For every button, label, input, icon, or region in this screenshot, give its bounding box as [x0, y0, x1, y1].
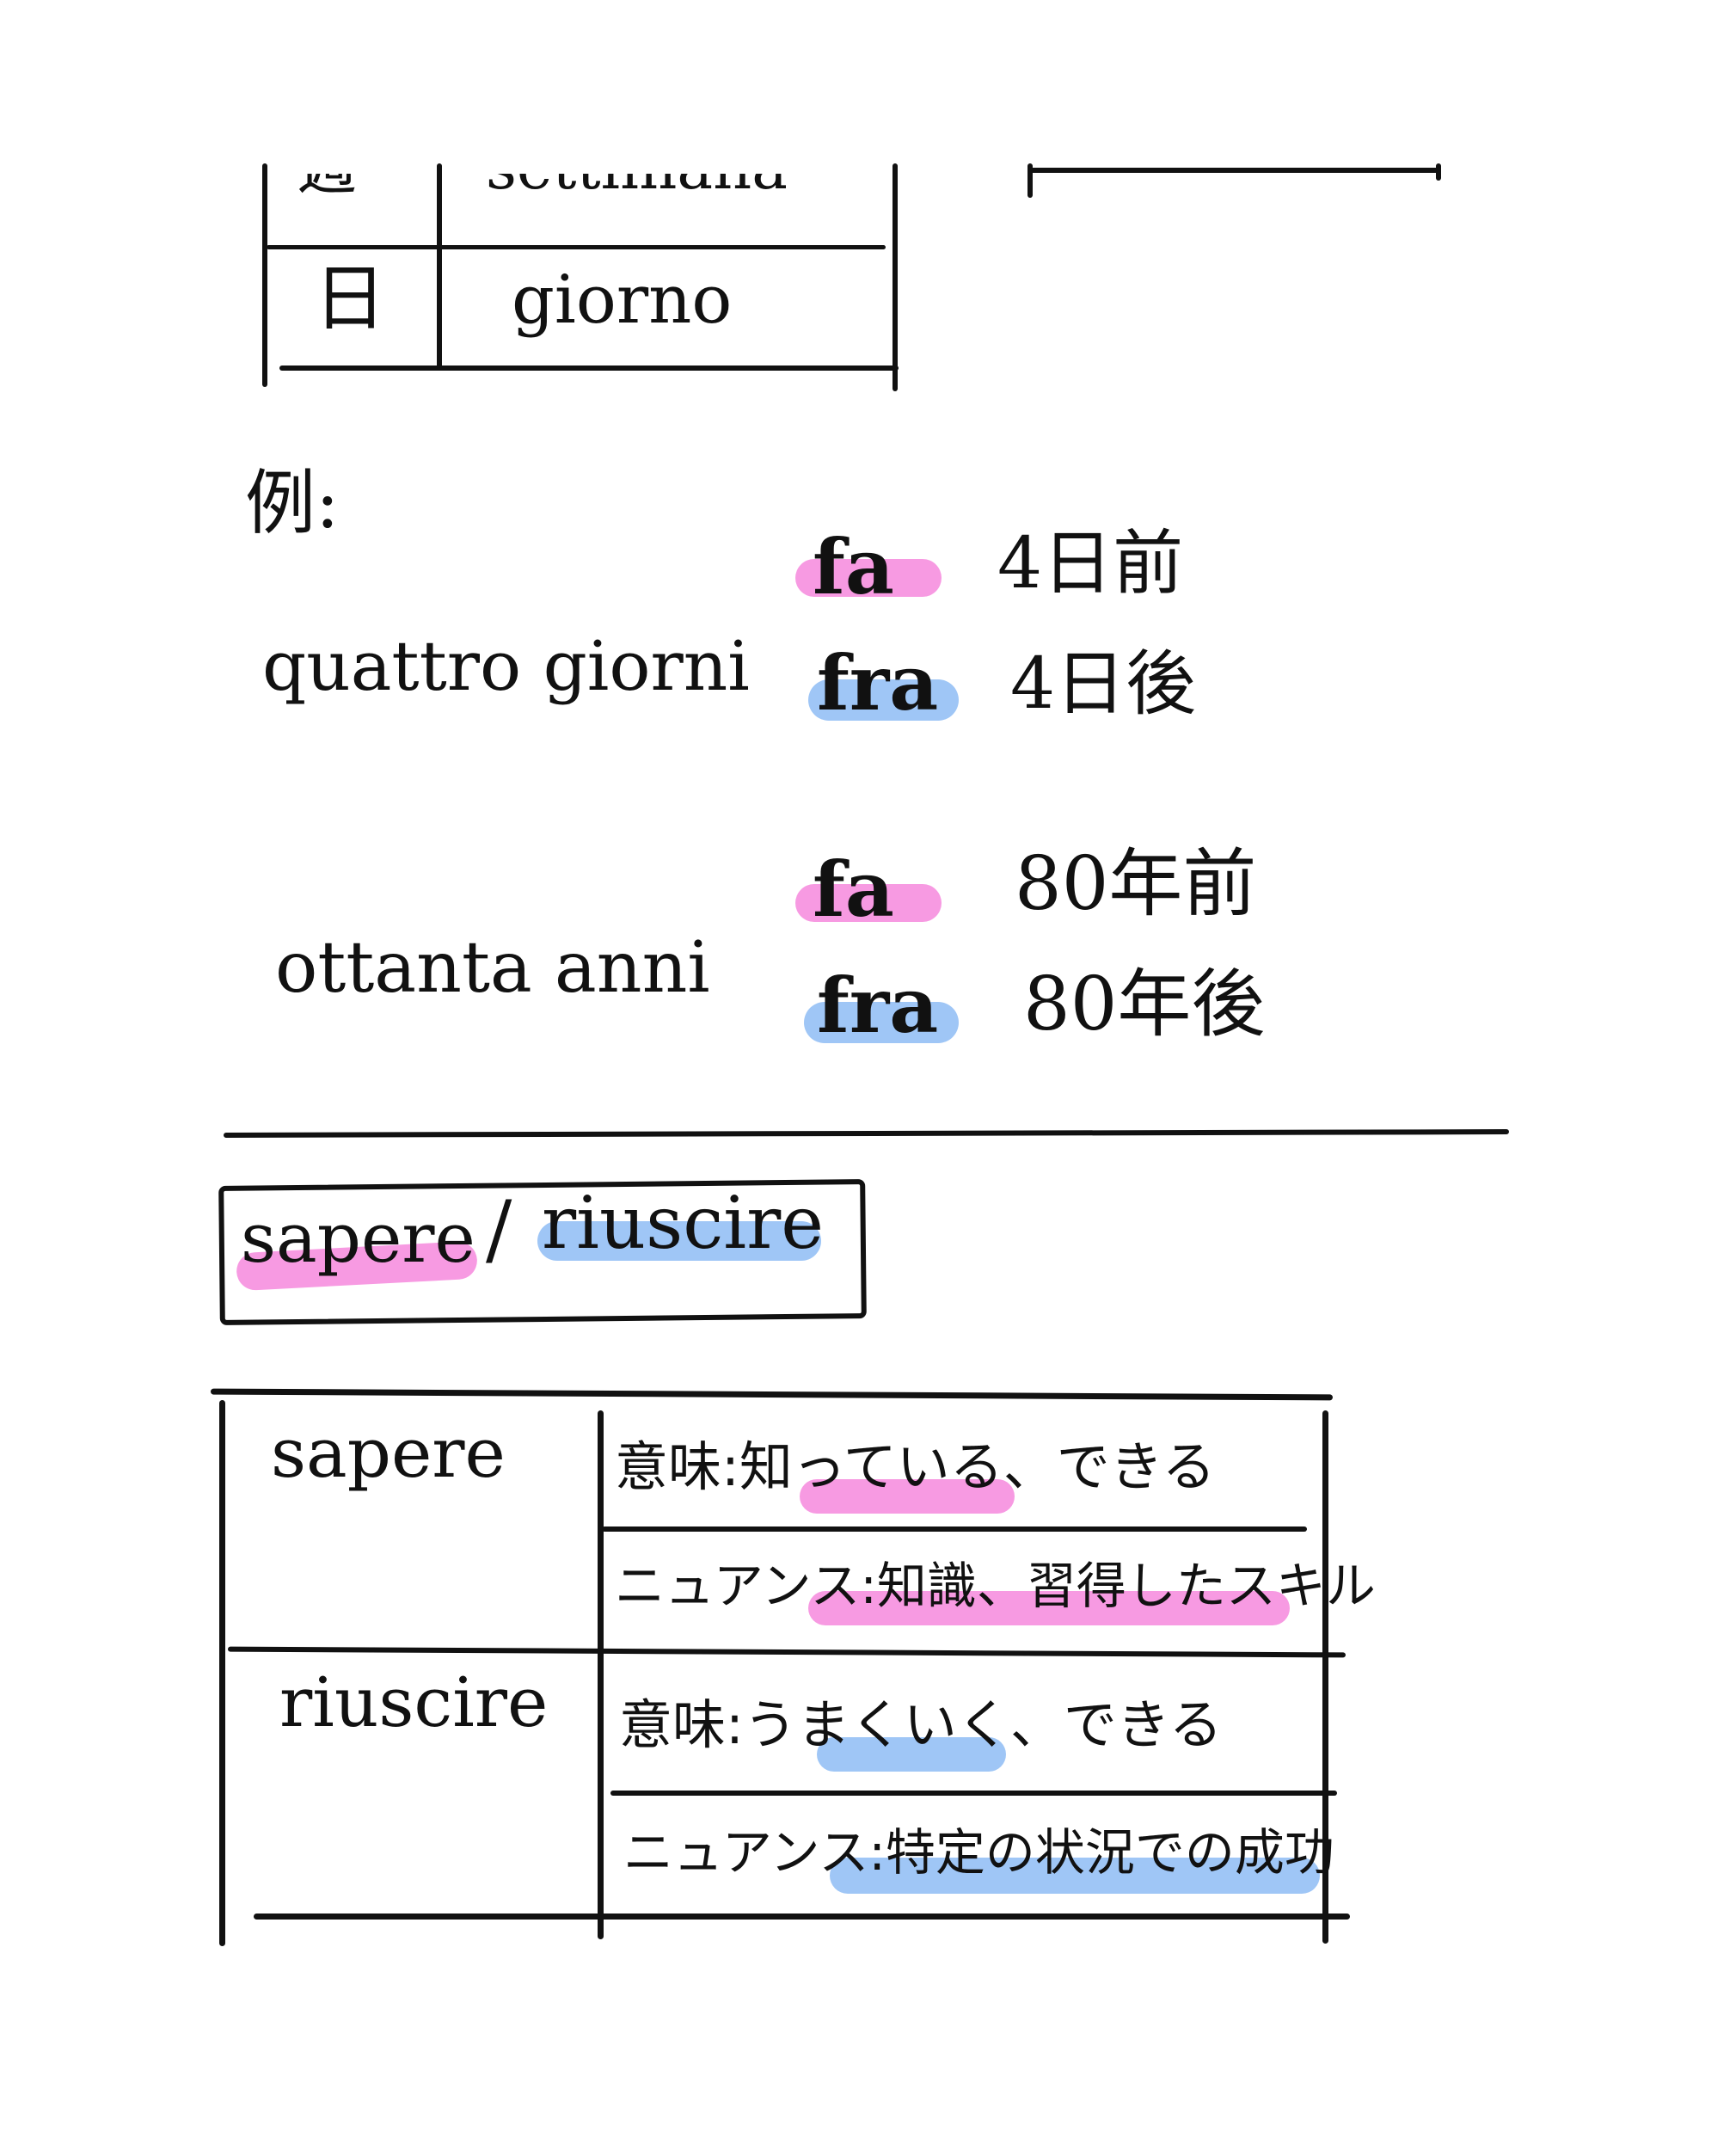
compare-table-right [1322, 1410, 1328, 1944]
compare-table-subrow-line-2 [610, 1791, 1337, 1796]
fa-highlight-1 [795, 559, 942, 597]
compare-table-subrow-line-1 [602, 1526, 1307, 1532]
fa-word-2: fa [813, 845, 894, 934]
sapere-nuance: ニュアンス:知識、習得したスキル [615, 1557, 1376, 1615]
sapere-nuance-highlight [808, 1591, 1290, 1625]
fra-highlight-2 [804, 1002, 959, 1043]
top-table-italian-2: giorno [512, 261, 733, 339]
section-divider [223, 1129, 1510, 1138]
example-phrase-1: quattro giorni [262, 626, 750, 706]
riuscire-nuance-highlight [830, 1858, 1320, 1894]
box-fragment-right [1436, 163, 1441, 181]
fra-meaning-2: 80年後 [1023, 961, 1266, 1047]
fa-word-1: fa [813, 522, 894, 611]
fra-highlight-1 [808, 679, 959, 721]
examples-heading: 例: [245, 463, 340, 544]
fa-meaning-2: 80年前 [1015, 841, 1257, 927]
title-right-highlight [537, 1221, 821, 1261]
title-left: sapere [241, 1198, 475, 1278]
table-row-line [267, 245, 886, 249]
sapere-meaning-highlight [800, 1479, 1015, 1514]
table-bottom-line [279, 366, 899, 371]
compare-table-bottom [254, 1914, 1350, 1920]
box-fragment-left [1027, 163, 1033, 198]
verb-sapere: sapere [271, 1413, 506, 1493]
top-table-kanji-1: 週 [297, 132, 357, 203]
top-table-kanji-2: 日 [314, 256, 387, 341]
riuscire-nuance: ニュアンス:特定の状況での成功 [623, 1823, 1334, 1882]
riuscire-meaning-highlight [817, 1737, 1006, 1772]
title-right: riuscire [542, 1181, 825, 1265]
fa-highlight-2 [795, 884, 942, 922]
verb-riuscire: riuscire [279, 1662, 549, 1742]
fa-meaning-1: 4日前 [997, 523, 1184, 605]
fra-word-2: fra [817, 961, 939, 1050]
fra-word-1: fra [817, 638, 939, 728]
example-phrase-2: ottanta anni [275, 927, 710, 1009]
table-border-right [893, 163, 898, 391]
table-divider [437, 163, 442, 370]
top-table-italian-1: settimana [486, 132, 788, 203]
compare-table-left [219, 1400, 225, 1946]
compare-table-row-line [227, 1646, 1346, 1658]
riuscire-meaning: 意味:うまくいく、できる [619, 1693, 1223, 1756]
compare-table-top [210, 1388, 1334, 1401]
sapere-meaning: 意味:知っている、できる [615, 1435, 1216, 1498]
table-border-left [262, 163, 267, 387]
title-separator: / [486, 1184, 512, 1275]
box-fragment-bottom [1027, 168, 1440, 173]
fra-meaning-1: 4日後 [1010, 643, 1197, 725]
compare-table-col-divider [598, 1410, 604, 1939]
